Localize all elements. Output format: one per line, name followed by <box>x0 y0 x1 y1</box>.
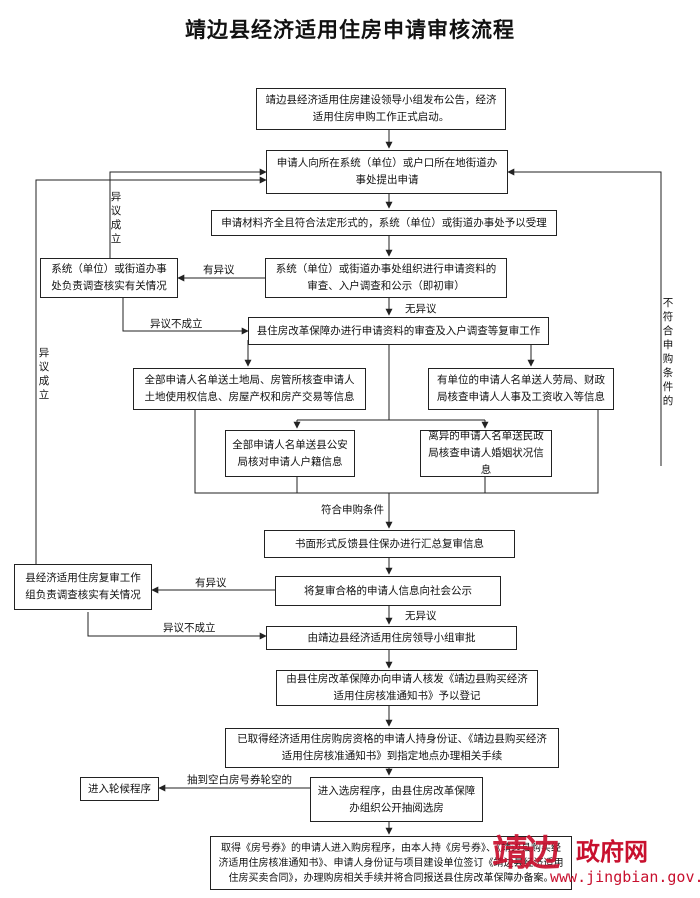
step-issue-notice: 由县住房改革保障办向申请人核发《靖边县购买经济适用住房核准通知书》予以登记 <box>276 670 538 706</box>
step-purchase: 取得《房号券》的申请人进入购房程序，由本人持《房号券》、《靖边县购买经济适用住房… <box>210 836 572 890</box>
step-initial-review: 系统（单位）或街道办事处组织进行申请资料的审查、入户调查和公示（即初审） <box>265 258 507 298</box>
step-publicize: 将复审合格的申请人信息向社会公示 <box>275 576 501 606</box>
site-url[interactable]: www.jingbian.gov.cn <box>550 868 700 886</box>
step-police-check: 全部申请人名单送县公安局核对申请人户籍信息 <box>225 430 355 477</box>
site-watermark: 靖边 政府网 www.jingbian.gov.cn <box>490 824 700 894</box>
label-objection-upheld-1: 异议成立 <box>110 191 122 245</box>
site-name: 政府网 <box>576 838 648 866</box>
label-objection-rejected-2: 异议不成立 <box>163 622 216 634</box>
site-logo: 靖边 <box>492 832 560 874</box>
step-land-check: 全部申请人名单送土地局、房管所核查申请人土地使用权信息、房屋产权和房产交易等信息 <box>133 368 366 410</box>
step-re-review: 县住房改革保障办进行申请资料的审查及入户调查等复审工作 <box>248 317 549 345</box>
step-handle-procedure: 已取得经济适用住房购房资格的申请人持身份证、《靖边县购买经济适用住房核准通知书》… <box>225 728 559 768</box>
label-not-qualified: 不符合申购条件的 <box>662 297 674 407</box>
step-select-house: 进入选房程序，由县住房改革保障办组织公开抽阅选房 <box>310 777 483 822</box>
step-labor-check: 有单位的申请人名单送人劳局、财政局核查申请人人事及工资收入等信息 <box>428 368 614 410</box>
side-investigate-unit: 系统（单位）或街道办事处负责调查核实有关情况 <box>40 258 178 298</box>
side-review-group: 县经济适用住房复审工作组负责调查核实有关情况 <box>14 564 152 610</box>
label-no-objection-2: 无异议 <box>405 610 437 622</box>
label-objection-rejected-1: 异议不成立 <box>150 318 203 330</box>
step-approve: 由靖边县经济适用住房领导小组审批 <box>266 626 517 650</box>
step-announcement: 靖边县经济适用住房建设领导小组发布公告，经济适用住房申购工作正式启动。 <box>256 88 506 130</box>
step-accept: 申请材料齐全且符合法定形式的，系统（单位）或街道办事处予以受理 <box>211 210 557 236</box>
page-title: 靖边县经济适用住房申请审核流程 <box>185 18 515 42</box>
label-qualified: 符合申购条件 <box>321 504 384 516</box>
label-objection-upheld-2: 异议成立 <box>38 347 50 401</box>
step-civil-check: 离异的申请人名单送民政局核查申请人婚姻状况信息 <box>420 430 552 477</box>
label-has-objection-1: 有异议 <box>203 264 235 276</box>
step-feedback: 书面形式反馈县住保办进行汇总复审信息 <box>264 530 515 558</box>
side-waiting: 进入轮候程序 <box>80 777 159 801</box>
label-no-objection-1: 无异议 <box>405 303 437 315</box>
label-has-objection-2: 有异议 <box>195 577 227 589</box>
label-blank-ticket: 抽到空白房号券轮空的 <box>187 774 292 786</box>
step-apply: 申请人向所在系统（单位）或户口所在地街道办事处提出申请 <box>266 150 508 194</box>
